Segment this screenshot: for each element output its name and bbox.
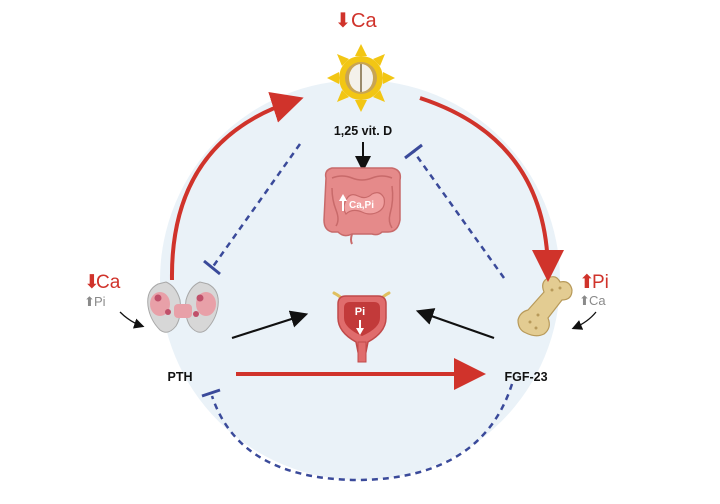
top-ca-arrow: ⬇ bbox=[335, 10, 352, 32]
fgf23-inhibits-vitamin-d-line bbox=[412, 151, 506, 279]
pth-ca-arrow: ⬇ bbox=[84, 272, 100, 293]
bladder-icon bbox=[332, 291, 391, 363]
fgf23-pi-label: Pi bbox=[592, 272, 609, 293]
fgf23-stimulus-arrow bbox=[571, 311, 597, 330]
regulation-circle-background bbox=[160, 80, 560, 480]
pth-stimulus-arrow bbox=[119, 311, 145, 329]
gut-ca-pi-label: Ca,Pi bbox=[349, 200, 374, 211]
fgf23-to-kidney-arrow bbox=[415, 308, 495, 340]
sun-icon bbox=[327, 44, 395, 112]
fgf23-label: FGF-23 bbox=[504, 370, 547, 384]
top-ca-label: Ca bbox=[351, 10, 377, 32]
pth-ca-label: Ca bbox=[96, 272, 121, 293]
pth-pi-arrow: ⬆ bbox=[84, 294, 95, 309]
fgf23-ca-label: Ca bbox=[589, 293, 606, 308]
vitamin-d-inhibits-pth-line bbox=[210, 143, 302, 269]
pth-to-kidney-arrow bbox=[231, 310, 309, 340]
intestine-icon bbox=[323, 167, 402, 245]
vitamin-d-label: 1,25 vit. D bbox=[334, 124, 392, 138]
bone-icon bbox=[517, 276, 573, 337]
parathyroid-icon bbox=[147, 281, 219, 333]
fgf23-inhibits-pth-bar bbox=[201, 388, 221, 398]
pth-pi-label: Pi bbox=[94, 294, 106, 309]
vitamin-d-inhibits-pth-bar bbox=[203, 259, 221, 276]
vitamin-d-to-fgf23-arrow bbox=[419, 96, 564, 282]
fgf23-inhibits-vitamin-d-bar bbox=[404, 143, 423, 160]
pth-to-vitamin-d-arrow bbox=[169, 92, 304, 281]
bladder-pi-label: Pi bbox=[355, 306, 365, 318]
urinary-excretion-arrowhead bbox=[356, 328, 364, 335]
fgf23-pi-arrow: ⬆ bbox=[579, 272, 595, 293]
fgf23-ca-arrow: ⬆ bbox=[579, 293, 590, 308]
pth-label: PTH bbox=[168, 370, 193, 384]
fgf23-inhibits-pth-line bbox=[210, 383, 514, 482]
gut-absorption-arrowhead bbox=[339, 194, 347, 201]
